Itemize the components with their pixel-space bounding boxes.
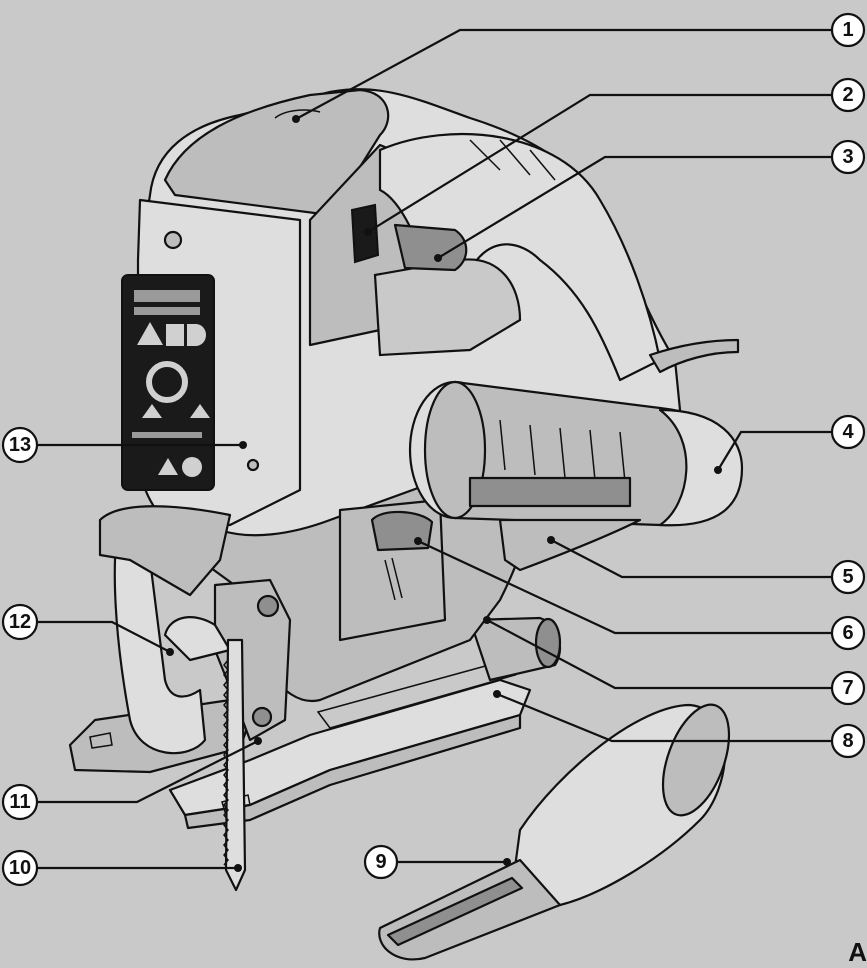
front-nose — [98, 505, 232, 597]
svg-text:13: 13 — [9, 434, 31, 456]
svg-text:12: 12 — [9, 611, 31, 633]
housing-edge — [498, 518, 642, 572]
callout-2: 2 — [830, 77, 866, 113]
handle-opening — [373, 258, 522, 357]
callout-4: 4 — [830, 414, 866, 450]
callout-1: 1 — [830, 12, 866, 48]
svg-text:1: 1 — [842, 19, 853, 41]
leader-lines — [35, 28, 836, 872]
svg-text:10: 10 — [9, 857, 31, 879]
callout-6: 6 — [830, 615, 866, 651]
svg-text:5: 5 — [842, 566, 853, 588]
top-cap — [163, 88, 390, 217]
svg-text:6: 6 — [842, 622, 853, 644]
callout-7: 7 — [830, 670, 866, 706]
callout-13: 13 — [1, 426, 39, 464]
trigger — [393, 223, 468, 272]
svg-text:3: 3 — [842, 146, 853, 168]
jigsaw-illustration — [68, 88, 744, 961]
callout-11: 11 — [1, 783, 39, 821]
svg-text:2: 2 — [842, 84, 853, 106]
callout-10: 10 — [1, 849, 39, 887]
svg-text:4: 4 — [842, 421, 854, 443]
side-handle — [408, 380, 744, 527]
callout-3: 3 — [830, 139, 866, 175]
saw-blade — [224, 638, 247, 892]
callout-5: 5 — [830, 559, 866, 595]
rating-label — [121, 274, 215, 491]
power-cord — [648, 338, 740, 374]
panel-label: A — [848, 937, 867, 967]
dust-nozzle — [378, 703, 731, 961]
callout-9: 9 — [363, 844, 399, 880]
callout-8: 8 — [830, 723, 866, 759]
callout-12: 12 — [1, 603, 39, 641]
guard-arm — [113, 513, 207, 755]
svg-text:8: 8 — [842, 730, 853, 752]
svg-text:11: 11 — [9, 791, 30, 813]
pendulum-lever — [163, 616, 232, 662]
svg-text:9: 9 — [375, 851, 386, 873]
svg-text:7: 7 — [842, 677, 853, 699]
blade-clamp — [213, 578, 292, 742]
